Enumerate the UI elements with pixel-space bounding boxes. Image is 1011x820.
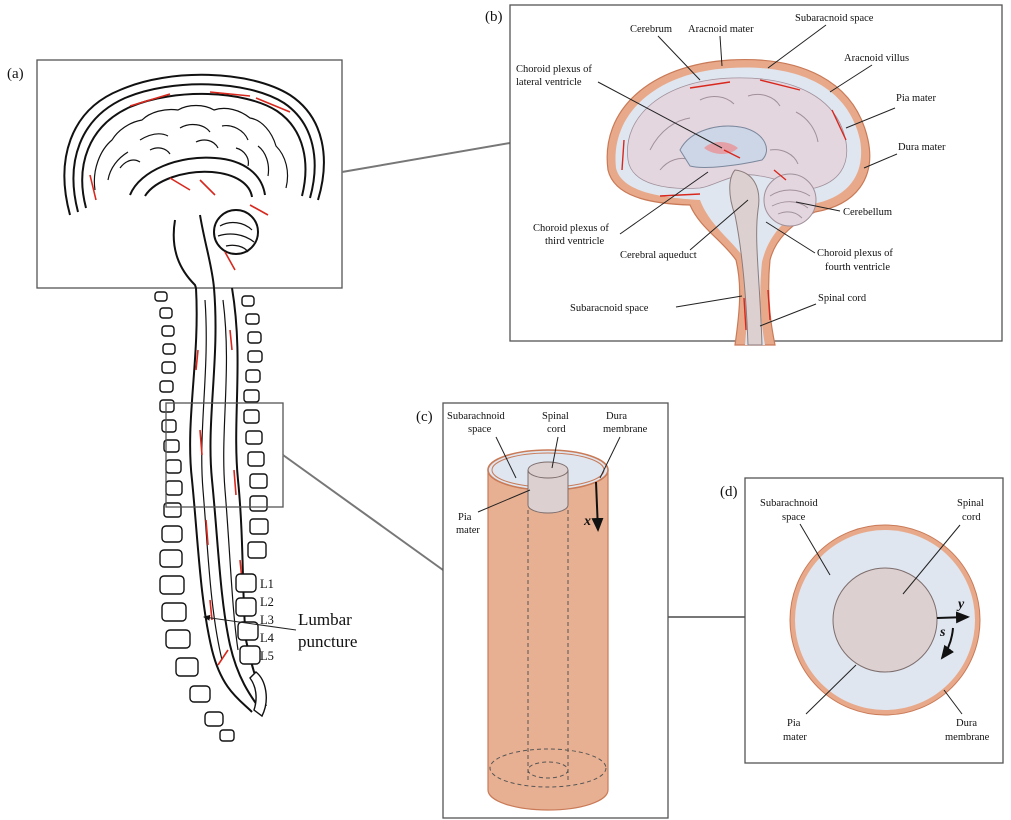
label-subarachnoid-bottom: Subaracnoid space xyxy=(570,303,649,314)
label-cerebral-aqueduct: Cerebral aqueduct xyxy=(620,250,697,261)
label-d-spinal-1: Spinal xyxy=(957,498,984,509)
lumbar-label-2: puncture xyxy=(298,632,357,651)
vertebra-label-l5: L5 xyxy=(260,649,274,663)
label-dura-mater: Dura mater xyxy=(898,142,946,153)
label-choroid-fourth-2: fourth ventricle xyxy=(825,262,890,273)
panel-b-label: (b) xyxy=(485,9,503,25)
vertebra-label-l2: L2 xyxy=(260,595,274,609)
vertebra-label-l4: L4 xyxy=(260,631,275,645)
leader-subarachnoid-top xyxy=(768,25,826,68)
leader-c-dura xyxy=(600,437,620,478)
lumbar-label-1: Lumbar xyxy=(298,610,352,629)
label-cerebrum: Cerebrum xyxy=(630,24,672,35)
cross-section-drawing xyxy=(790,525,980,715)
label-choroid-lateral-1: Choroid plexus of xyxy=(516,64,592,75)
axis-x-label: x xyxy=(583,514,591,529)
label-d-dura-1: Dura xyxy=(956,718,977,729)
label-choroid-third-1: Choroid plexus of xyxy=(533,223,609,234)
leader-subarachnoid-bottom xyxy=(676,296,742,307)
label-c-subarachnoid-2: space xyxy=(468,424,492,435)
label-d-dura-2: membrane xyxy=(945,732,990,743)
leader-d-dura xyxy=(944,690,962,714)
brain-outline-drawing xyxy=(64,75,323,288)
label-arachnoid-mater: Aracnoid mater xyxy=(688,24,754,35)
label-c-pia-2: mater xyxy=(456,525,480,536)
cylinder-drawing xyxy=(488,450,608,810)
label-choroid-third-2: third ventricle xyxy=(545,236,605,247)
leader-arachnoid-villus xyxy=(830,65,872,92)
label-subarachnoid-top: Subaracnoid space xyxy=(795,13,874,24)
panel-a-label: (a) xyxy=(7,66,24,82)
axis-s-label: s xyxy=(939,625,946,640)
label-d-subarachnoid-2: space xyxy=(782,512,806,523)
label-c-spinal-1: Spinal xyxy=(542,411,569,422)
label-spinal-cord: Spinal cord xyxy=(818,293,867,304)
label-c-spinal-2: cord xyxy=(547,424,566,435)
spinal-column-drawing: L1 L2 L3 L4 L5 xyxy=(155,288,275,741)
panel-d-label: (d) xyxy=(720,484,738,500)
label-cerebellum: Cerebellum xyxy=(843,207,892,218)
label-d-subarachnoid-1: Subarachnoid xyxy=(760,498,818,509)
vertebra-label-l1: L1 xyxy=(260,577,274,591)
label-choroid-lateral-2: lateral ventricle xyxy=(516,77,582,88)
axis-y-label: y xyxy=(956,597,965,612)
label-choroid-fourth-1: Choroid plexus of xyxy=(817,248,893,259)
label-pia-mater: Pia mater xyxy=(896,93,936,104)
label-d-pia-2: mater xyxy=(783,732,807,743)
label-d-spinal-2: cord xyxy=(962,512,981,523)
label-c-subarachnoid-1: Subarachnoid xyxy=(447,411,505,422)
connector-a-c xyxy=(283,455,443,570)
label-arachnoid-villus: Aracnoid villus xyxy=(844,53,909,64)
label-d-pia-1: Pia xyxy=(787,718,801,729)
label-c-dura-1: Dura xyxy=(606,411,627,422)
connector-a-b xyxy=(342,143,510,172)
label-c-dura-2: membrane xyxy=(603,424,648,435)
label-c-pia-1: Pia xyxy=(458,512,472,523)
panel-c-label: (c) xyxy=(416,409,433,425)
